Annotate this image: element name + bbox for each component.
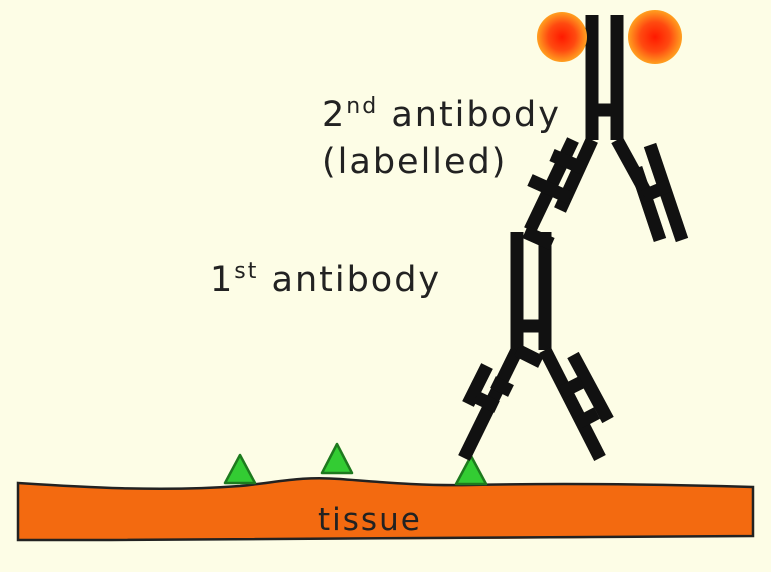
- label-first-number: 1: [210, 260, 234, 300]
- antigen-triangle-3: [456, 456, 486, 484]
- first-antibody: [464, 232, 608, 458]
- label-second-suffix: nd: [346, 94, 378, 119]
- antigen-triangle-1: [225, 455, 255, 483]
- label-first-word: antibody: [258, 260, 441, 300]
- label-tissue: tissue: [318, 505, 422, 536]
- antigen-triangle-2: [322, 444, 352, 473]
- label-second-number: 2: [322, 95, 346, 135]
- fluorescent-label-left: [537, 12, 587, 62]
- label-labelled-note: (labelled): [322, 145, 507, 180]
- fluorescent-label-right: [628, 10, 682, 64]
- label-first-antibody: 1st antibody: [210, 263, 441, 298]
- label-second-antibody: 2nd antibody: [322, 98, 561, 133]
- label-first-suffix: st: [234, 259, 258, 284]
- label-second-word: antibody: [378, 95, 561, 135]
